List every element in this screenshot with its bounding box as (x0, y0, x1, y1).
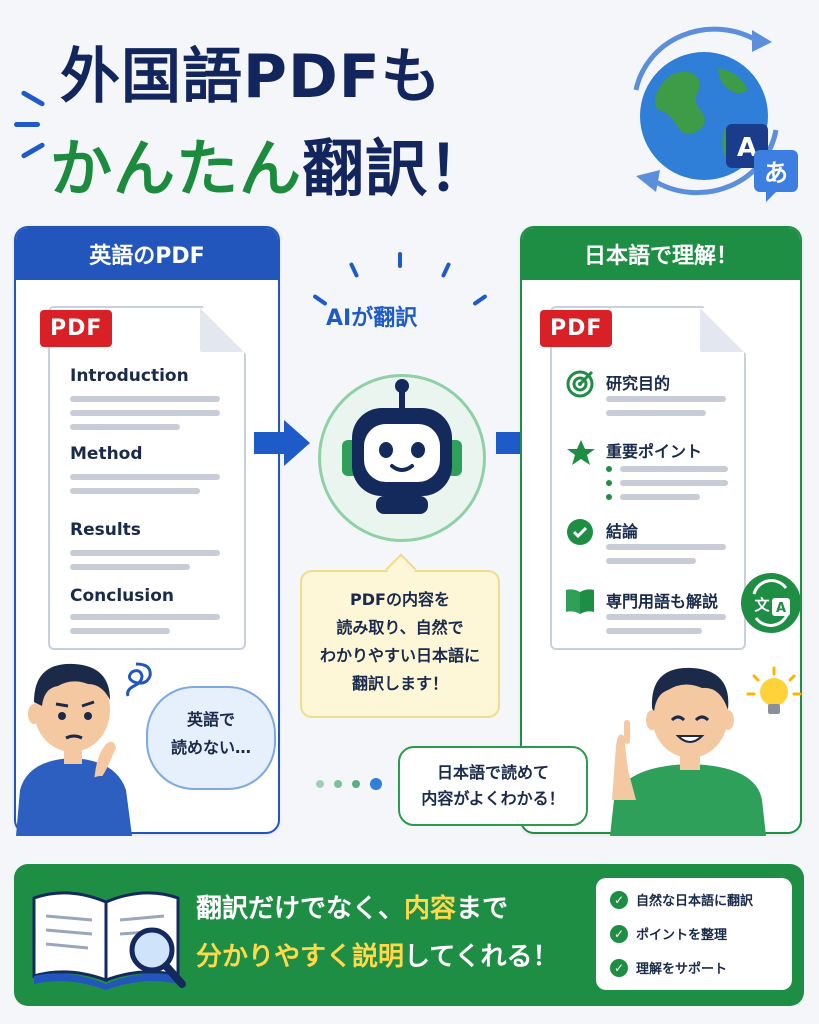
title-spark-3 (20, 141, 46, 160)
speech-line: 翻訳します！ (351, 674, 448, 693)
target-icon (566, 370, 594, 398)
japanese-panel-header: 日本語で理解！ (522, 228, 800, 280)
translate-letter-en: A (776, 601, 786, 616)
translate-letter-ja: 文 (754, 596, 770, 614)
banner-text: まで (456, 894, 509, 924)
speech-line: 日本語で読めて (436, 763, 549, 782)
ai-translate-label: AIが翻訳 (326, 306, 418, 331)
pdf-badge-left: PDF (40, 310, 113, 347)
understanding-speech-bubble: 日本語で読めて 内容がよくわかる！ (398, 746, 588, 826)
text-line (70, 614, 220, 620)
bullet-dot (606, 480, 612, 486)
ai-ray (398, 252, 402, 268)
ai-ray (348, 261, 360, 279)
bubble-tail (385, 553, 417, 585)
item-key-points: 重要ポイント (606, 442, 703, 461)
arrow-right-icon-left (254, 420, 310, 466)
ai-ray (440, 261, 452, 279)
check-label: ポイントを整理 (636, 928, 728, 943)
globe-letter-en: A (737, 133, 757, 163)
confused-person-illustration (16, 663, 132, 836)
check-item: ✓ ポイントを整理 (610, 924, 727, 943)
speech-line: 読み取り、自然で (336, 618, 464, 637)
confusion-squiggle-icon (126, 662, 152, 697)
happy-person-illustration (610, 667, 766, 836)
title-spark-2 (14, 122, 40, 127)
text-line (70, 396, 220, 402)
progress-dot (370, 778, 382, 790)
text-line (606, 558, 696, 564)
speech-line: 内容がよくわかる！ (421, 789, 565, 808)
text-line (70, 474, 220, 480)
check-label: 理解をサポート (636, 962, 728, 977)
check-circle-icon (567, 519, 593, 545)
progress-dot (316, 780, 324, 788)
pdf-badge-right: PDF (540, 310, 613, 347)
section-conclusion: Conclusion (70, 586, 174, 606)
text-line (70, 410, 220, 416)
text-line (70, 424, 180, 430)
speech-line: わかりやすい日本語に (319, 646, 480, 665)
ai-ray (472, 293, 488, 307)
text-line (606, 628, 702, 634)
bullet-dot (606, 466, 612, 472)
progress-dot (334, 780, 342, 788)
banner-headline-2: 分かりやすく説明してくれる！ (196, 936, 558, 973)
check-icon: ✓ (610, 958, 628, 977)
item-conclusion: 結論 (606, 522, 639, 541)
check-item: ✓ 自然な日本語に翻訳 (610, 890, 753, 909)
ai-explanation-bubble: PDFの内容を 読み取り、自然で わかりやすい日本語に 翻訳します！ (300, 553, 500, 718)
progress-dot (352, 780, 360, 788)
banner-text: してくれる！ (404, 942, 559, 972)
text-line (606, 544, 726, 550)
lightbulb-icon (746, 666, 802, 714)
translate-badge-icon: 文 A (741, 573, 801, 633)
banner-headline-1: 翻訳だけでなく、内容まで (196, 888, 508, 925)
open-book-magnifier-icon (32, 891, 186, 990)
title-green-text: かんたん (50, 132, 303, 205)
title-spark-1 (20, 89, 46, 108)
speech-line: PDFの内容を (350, 590, 450, 609)
text-line (70, 564, 190, 570)
star-icon (567, 440, 595, 465)
item-research-purpose: 研究目的 (606, 374, 671, 393)
section-results: Results (70, 520, 141, 540)
check-item: ✓ 理解をサポート (610, 958, 727, 977)
english-pdf-header: 英語のPDF (16, 228, 278, 280)
banner-text: 翻訳だけでなく、 (196, 894, 405, 924)
cloud-line1: 英語で (186, 710, 235, 729)
section-introduction: Introduction (70, 366, 189, 386)
text-line (620, 494, 700, 500)
feature-check-list (596, 878, 792, 990)
text-line (620, 480, 728, 486)
confused-thought-bubble: 英語で 読めない… (146, 686, 276, 790)
globe-letter-ja: あ (764, 159, 788, 187)
bullet-dot (606, 494, 612, 500)
check-label: 自然な日本語に翻訳 (636, 894, 754, 909)
text-line (606, 614, 726, 620)
check-icon: ✓ (610, 890, 628, 909)
text-line (606, 410, 706, 416)
item-term-explanation: 専門用語も解説 (606, 592, 719, 611)
banner-highlight: 内容 (404, 894, 457, 924)
text-line (70, 488, 200, 494)
text-line (620, 466, 728, 472)
section-method: Method (70, 444, 143, 464)
title-navy-text: 翻訳！ (302, 132, 492, 205)
text-line (606, 396, 726, 402)
page-title-line1: 外国語PDFも (60, 42, 442, 112)
globe-translate-icon: A あ (633, 26, 798, 202)
text-line (70, 550, 220, 556)
robot-icon (342, 379, 462, 514)
book-icon (566, 589, 594, 614)
text-line (70, 628, 170, 634)
banner-highlight: 分かりやすく説明 (196, 942, 405, 972)
cloud-line2: 読めない… (170, 738, 251, 757)
page-title-line2: かんたん翻訳！ (50, 118, 491, 208)
check-icon: ✓ (610, 924, 628, 943)
